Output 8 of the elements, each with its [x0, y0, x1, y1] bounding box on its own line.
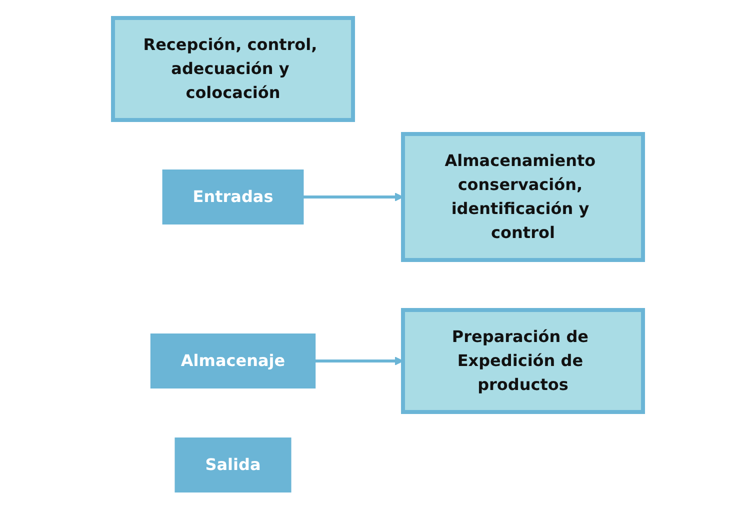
node-box: Almacenaje: [150, 334, 316, 388]
node-box: Salida: [174, 438, 291, 492]
node-box: Preparación de Expedición de productos: [400, 308, 644, 414]
node-box: Almacenamiento conservación, identificación y control: [400, 132, 644, 262]
arrow: [314, 356, 403, 366]
node-box: Recepción, control, adecuación y colocación: [110, 16, 354, 122]
arrow: [302, 192, 403, 202]
node-box: Entradas: [162, 170, 304, 224]
